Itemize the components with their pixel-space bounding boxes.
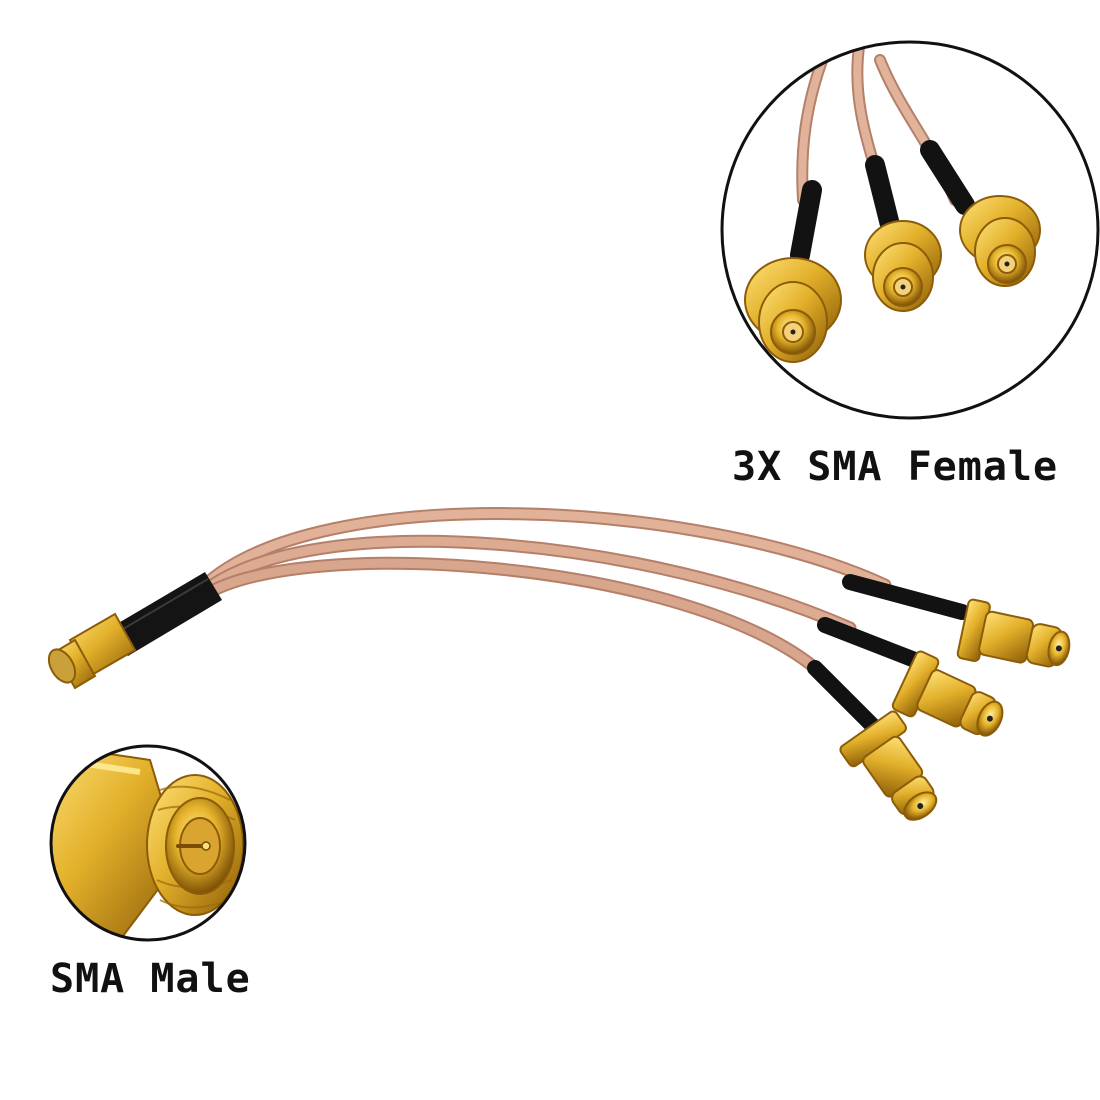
female-connector-caption: 3X SMA Female: [732, 444, 1059, 490]
male-connector-caption: SMA Male: [50, 956, 251, 1002]
female-heatshrinks: [807, 574, 970, 736]
sma-female-connector-icon: [839, 710, 938, 821]
coax-cables: [198, 507, 892, 679]
male-heatshrink: [110, 572, 222, 656]
sma-male-connector-icon: [47, 612, 137, 690]
male-closeup-circle: [49, 744, 247, 942]
sma-female-connector-icon: [956, 598, 1071, 668]
sma-female-connector-icon: [891, 650, 1004, 737]
female-closeup-circle: [720, 40, 1100, 420]
cable-assembly: [47, 507, 1071, 821]
